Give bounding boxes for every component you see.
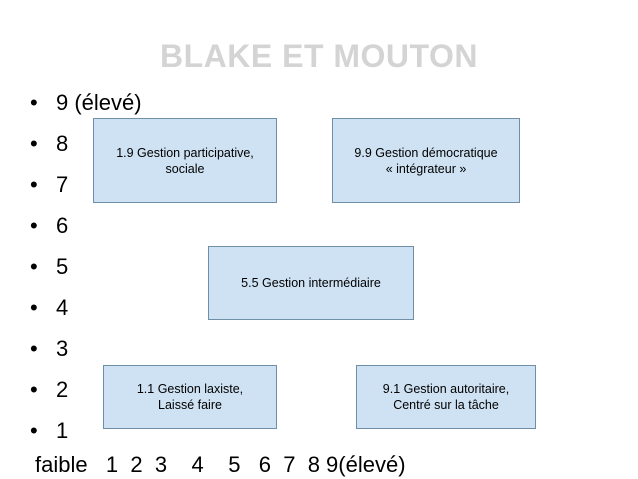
box-gestion-democratique: 9.9 Gestion démocratique « intégrateur » [332, 118, 520, 203]
bullet-icon: • [30, 172, 38, 197]
box-gestion-laxiste: 1.1 Gestion laxiste, Laissé faire [103, 365, 277, 429]
slide-title: BLAKE ET MOUTON [159, 38, 478, 74]
y-axis-label: 3 [56, 336, 69, 361]
y-axis-item-2: •2 [30, 369, 142, 410]
box-label: 1.1 Gestion laxiste, Laissé faire [136, 382, 244, 412]
y-axis-label: 5 [56, 254, 69, 279]
box-gestion-autoritaire: 9.1 Gestion autoritaire, Centré sur la t… [356, 365, 536, 429]
y-axis-item-1: •1 [30, 410, 142, 451]
y-axis-label: 7 [56, 172, 69, 197]
bullet-icon: • [30, 377, 38, 402]
y-axis-item-8: •8 [30, 123, 142, 164]
y-axis-item-9: • 9 (élevé) [30, 82, 142, 123]
bullet-icon: • [30, 131, 38, 156]
y-axis-label: 2 [56, 377, 69, 402]
bullet-icon: • [30, 90, 38, 115]
bullet-icon: • [30, 254, 38, 279]
y-axis-label: 1 [56, 418, 69, 443]
y-axis-item-5: •5 [30, 246, 142, 287]
bullet-icon: • [30, 295, 38, 320]
bullet-icon: • [30, 213, 38, 238]
y-axis-label: 6 [56, 213, 69, 238]
y-axis-label: 9 (élevé) [56, 90, 142, 115]
box-gestion-participative: 1.9 Gestion participative, sociale [93, 118, 277, 203]
y-axis-item-4: •4 [30, 287, 142, 328]
y-axis-label: 8 [56, 131, 69, 156]
box-label: 5.5 Gestion intermédiaire [241, 276, 381, 290]
box-label: 9.9 Gestion démocratique « intégrateur » [354, 145, 498, 176]
box-gestion-intermediaire: 5.5 Gestion intermédiaire [208, 246, 414, 320]
y-axis-label: 4 [56, 295, 69, 320]
y-axis-item-7: •7 [30, 164, 142, 205]
y-axis-list: •9 (élevé) •8 •7 •6 •5 •4 •3 •2 •1 [30, 82, 142, 451]
y-axis-item-3: •3 [30, 328, 142, 369]
box-label: 9.1 Gestion autoritaire, Centré sur la t… [382, 382, 510, 412]
bullet-icon: • [30, 418, 38, 443]
bullet-icon: • [30, 336, 38, 361]
box-label: 1.9 Gestion participative, sociale [116, 145, 254, 176]
x-axis-label: faible 1 2 3 4 5 6 7 8 9(élevé) [35, 452, 406, 477]
y-axis-item-6: •6 [30, 205, 142, 246]
